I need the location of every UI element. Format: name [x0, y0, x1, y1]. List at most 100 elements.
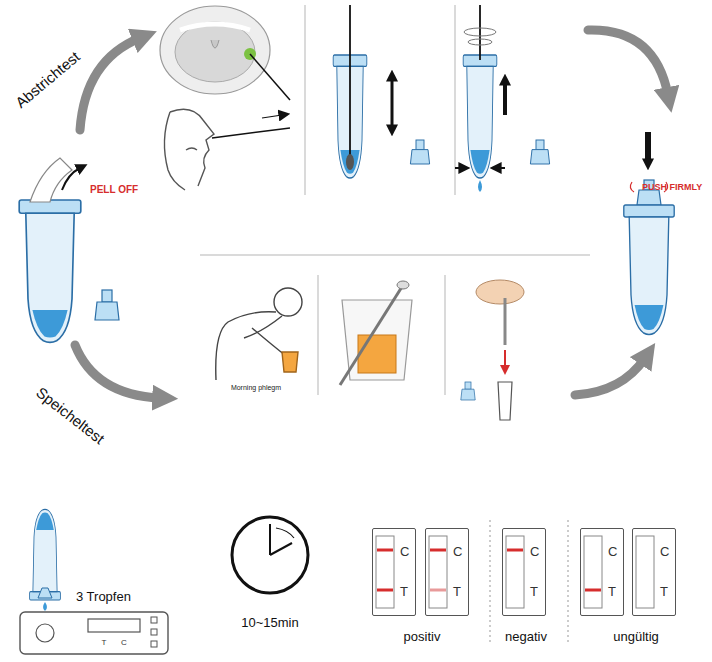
nasal-swab-picture	[164, 109, 290, 190]
dropper-hand-picture-part	[498, 382, 512, 420]
flow-arrows-part	[75, 345, 160, 398]
result-lines-part	[430, 589, 446, 592]
throat-swab-picture-part	[180, 24, 250, 30]
section-dividers-part	[455, 5, 456, 195]
squeeze-tube-picture-part	[478, 180, 482, 192]
nasal-swab-picture-part	[262, 115, 282, 118]
saliva-cup-picture	[340, 281, 412, 385]
line-letter: T	[608, 585, 616, 598]
line-letter: T	[660, 585, 668, 598]
section-title: Speicheltest	[33, 384, 108, 447]
start-tube-part	[19, 200, 81, 342]
result-windows	[376, 536, 654, 608]
dropping-into-cassette-picture-part	[36, 624, 54, 642]
clock-picture-part	[270, 543, 292, 555]
result-label: negativ	[505, 630, 547, 644]
flow-arrows	[75, 30, 668, 398]
test-cassette: CT	[632, 528, 676, 616]
dropper-hand-picture-part	[504, 298, 507, 345]
dropping-into-cassette-picture-part	[20, 612, 168, 654]
dropper-hand-picture	[461, 280, 524, 420]
result-separators	[490, 520, 568, 645]
squeeze-tube-picture-part	[479, 5, 481, 60]
result-windows-part	[584, 536, 602, 608]
dropping-into-cassette-picture-part	[88, 619, 140, 632]
result-label: ungültig	[613, 630, 659, 644]
swab-in-tube-picture-part	[391, 78, 394, 128]
line-letter: C	[660, 545, 669, 558]
spitting-person-picture-part	[252, 328, 286, 356]
nasal-swab-picture-part	[186, 148, 197, 150]
result-separators-part	[568, 520, 569, 645]
flow-arrows-part	[588, 30, 668, 95]
dropping-into-cassette-picture	[20, 509, 168, 654]
squeeze-tube-picture-part	[464, 28, 496, 36]
dropping-into-cassette-picture-part	[151, 629, 157, 635]
swab-in-tube-picture	[333, 5, 429, 178]
nasal-swab-picture-part	[164, 112, 185, 190]
swab-in-tube-picture-part	[349, 5, 351, 160]
section-dividers	[200, 5, 590, 395]
squeeze-tube-picture-part	[468, 39, 492, 45]
line-letter: C	[400, 545, 409, 558]
line-letter: T	[400, 585, 408, 598]
result-lines-part	[585, 589, 601, 592]
instruction-label: PELL OFF	[90, 184, 138, 195]
result-windows-part	[506, 536, 524, 608]
final-tube-part	[630, 182, 634, 192]
nasal-swab-picture-part	[170, 109, 214, 186]
section-title: Abstrichtest	[13, 48, 84, 111]
section-dividers-part	[200, 255, 590, 256]
dropper-hand-picture-part	[476, 280, 524, 304]
section-dividers-part	[445, 275, 446, 395]
line-letter: C	[530, 545, 539, 558]
spitting-person-picture-part	[244, 316, 282, 338]
result-windows-part	[429, 536, 447, 608]
throat-swab-picture	[160, 6, 290, 100]
nasal-swab-picture-part	[212, 128, 290, 138]
saliva-cup-picture-part	[397, 281, 409, 289]
window-letter: C	[121, 639, 127, 648]
result-windows-part	[636, 536, 654, 608]
result-lines-part	[430, 549, 446, 552]
squeeze-tube-picture-part	[498, 167, 505, 169]
throat-swab-picture-part	[160, 6, 270, 94]
squeeze-tube-picture-part	[463, 55, 497, 178]
start-tube-part	[95, 290, 119, 320]
flow-arrows-part	[80, 38, 140, 130]
dropper-hand-picture-part	[504, 350, 506, 368]
squeeze-tube-picture-part	[503, 82, 507, 115]
spitting-person-picture-part	[216, 312, 276, 380]
drop-count-label: 3 Tropfen	[76, 590, 131, 604]
line-letter: T	[453, 585, 461, 598]
dropping-into-cassette-picture-part	[38, 588, 52, 598]
throat-swab-picture-part	[211, 40, 219, 48]
throat-swab-picture-part	[175, 22, 255, 82]
spitting-person-picture-part	[282, 352, 298, 372]
result-lines	[377, 550, 601, 590]
test-cassette: CT	[580, 528, 624, 616]
final-tube-part	[637, 190, 661, 205]
final-tube	[624, 132, 674, 335]
squeeze-tube-picture	[455, 5, 550, 192]
spitting-person-picture	[216, 288, 302, 380]
dropper-hand-picture-part	[461, 382, 475, 400]
saliva-cup-picture-part	[340, 282, 405, 385]
instruction-label: PUSH FIRMLY	[642, 183, 702, 193]
final-tube-part	[624, 205, 674, 335]
result-lines-part	[377, 549, 393, 552]
squeeze-tube-picture-part	[530, 140, 549, 164]
result-lines-part	[507, 549, 523, 552]
caption-label: Morning phlegm	[231, 384, 281, 392]
line-letter: T	[530, 585, 538, 598]
final-tube-part	[645, 132, 651, 162]
spitting-person-picture-part	[274, 288, 302, 316]
line-letter: C	[453, 545, 462, 558]
test-cassette: CT	[425, 528, 469, 616]
clock-picture	[232, 517, 308, 593]
dropping-into-cassette-picture-part	[30, 509, 61, 600]
dropping-into-cassette-picture-part	[151, 617, 157, 623]
squeeze-tube-picture-part	[455, 167, 462, 169]
result-lines-part	[377, 589, 393, 592]
